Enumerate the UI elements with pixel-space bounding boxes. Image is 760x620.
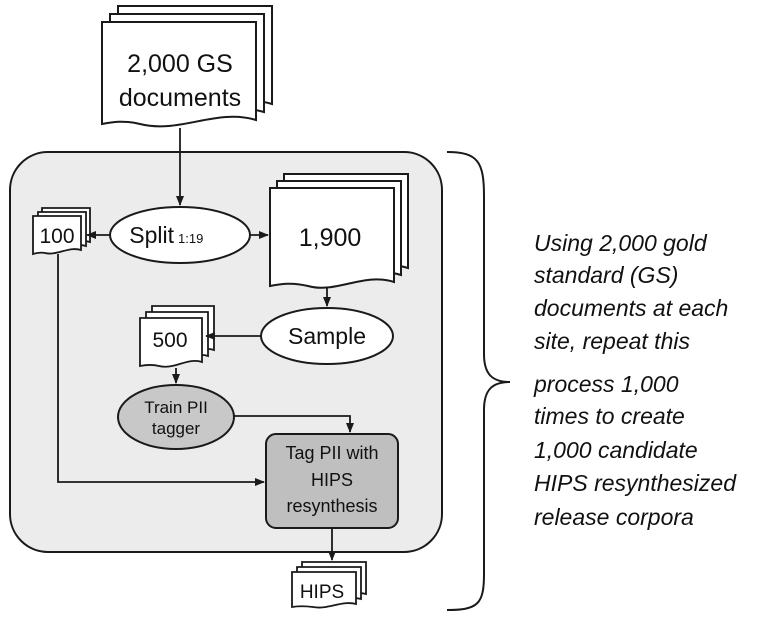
- gs-documents-stack: [101, 5, 273, 128]
- sample-label: Sample: [288, 323, 366, 349]
- train-tagger-label: tagger: [152, 419, 201, 438]
- svg-text:site, repeat this: site, repeat this: [534, 328, 690, 354]
- svg-text:1,000 candidate: 1,000 candidate: [534, 437, 698, 463]
- svg-text:HIPS resynthesized: HIPS resynthesized: [534, 470, 737, 496]
- sample-documents-label: 500: [152, 329, 187, 352]
- holdout-documents-stack: [32, 207, 91, 256]
- description-text: Using 2,000 gold standard (GS) documents…: [533, 230, 737, 530]
- bracket-brace: [446, 151, 511, 611]
- svg-text:documents at each: documents at each: [534, 295, 728, 321]
- train-tagger-label: Train PII: [144, 398, 208, 417]
- gs-documents-label: 2,000 GS: [127, 50, 233, 78]
- svg-text:process 1,000: process 1,000: [533, 371, 679, 397]
- holdout-documents-label: 100: [39, 225, 74, 248]
- train-tagger-node: [117, 384, 235, 450]
- train-documents-stack: [269, 173, 409, 289]
- svg-text:Using 2,000 gold: Using 2,000 gold: [534, 230, 708, 256]
- svg-text:release corpora: release corpora: [534, 504, 694, 530]
- split-label: Split: [129, 222, 174, 248]
- sample-documents-stack: [139, 305, 215, 368]
- split-ratio: 1:19: [178, 231, 203, 246]
- svg-text:standard (GS): standard (GS): [534, 262, 678, 288]
- train-documents-label: 1,900: [299, 224, 362, 252]
- gs-documents-label: documents: [119, 84, 241, 112]
- arrow-tagger-to-tag: [234, 415, 354, 433]
- tag-pii-label: Tag PII with: [285, 443, 378, 463]
- connectors: [57, 128, 354, 561]
- arrow-100-to-tag: [57, 254, 265, 486]
- tag-pii-label: resynthesis: [286, 496, 377, 516]
- tag-pii-label: HIPS: [311, 470, 353, 490]
- hips-output-stack: [291, 561, 367, 609]
- hips-output-label: HIPS: [300, 582, 344, 603]
- svg-text:times to create: times to create: [534, 403, 685, 429]
